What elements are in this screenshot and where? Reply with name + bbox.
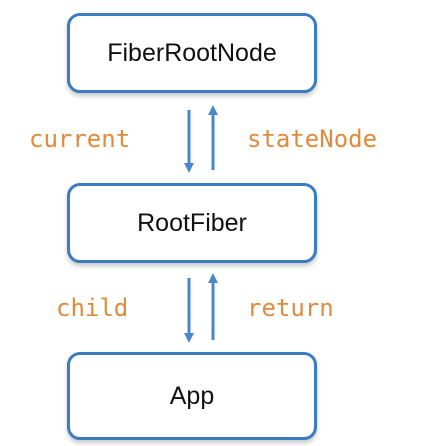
node-label: RootFiber xyxy=(137,208,247,237)
edge-label-child: child xyxy=(56,294,129,322)
node-label: App xyxy=(169,381,215,410)
edge-label-return: return xyxy=(247,294,334,322)
node-label: FiberRootNode xyxy=(107,38,277,67)
node-fiber-root-node: FiberRootNode xyxy=(67,13,317,93)
node-root-fiber: RootFiber xyxy=(67,183,317,263)
edge-label-current: current xyxy=(29,125,131,153)
edge-label-state-node: stateNode xyxy=(247,125,378,153)
node-app: App xyxy=(67,352,317,440)
